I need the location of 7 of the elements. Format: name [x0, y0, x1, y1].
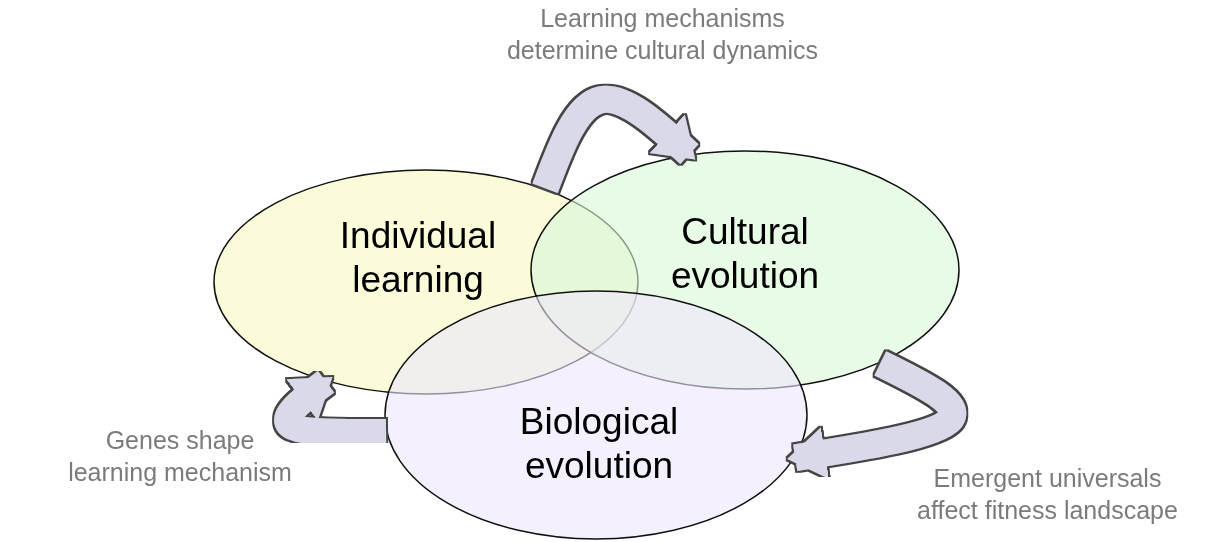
edge-label: Emergent universals affect fitness landscape — [916, 463, 1179, 526]
edge-label: Genes shape learning mechanism — [67, 425, 293, 488]
region-label: Biological evolution — [518, 400, 680, 488]
region-label: Cultural evolution — [669, 210, 821, 298]
edge-label: Learning mechanisms determine cultural dynamics — [505, 3, 820, 66]
curved-arrow — [787, 351, 967, 479]
region-label: Individual learning — [338, 214, 498, 302]
